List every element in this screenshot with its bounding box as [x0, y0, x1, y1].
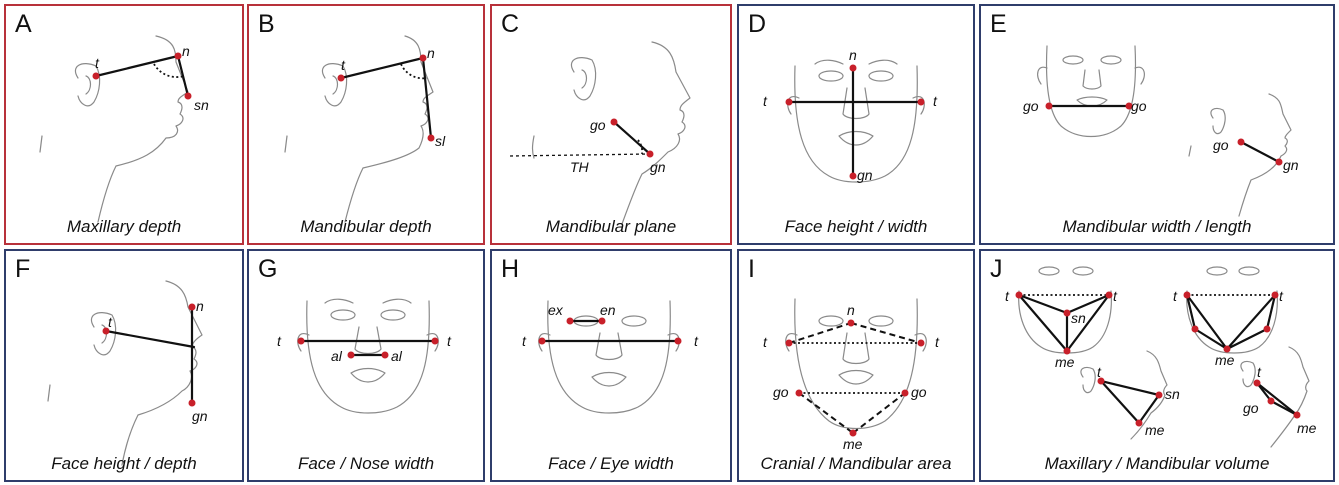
panel-h: H ex en t t Face / Eye width — [490, 249, 732, 482]
frontal-face-sketch: t t al al — [249, 251, 485, 482]
panel-b: B t n sl Mandibular depth — [247, 4, 485, 245]
panel-caption: Cranial / Mandibular area — [739, 454, 973, 474]
label-t-right: t — [935, 334, 940, 350]
label-gn: gn — [857, 167, 873, 183]
label-al-right: al — [391, 348, 403, 364]
label-gn: gn — [650, 159, 666, 175]
panel-c: C go gn TH Mandibular plane — [490, 4, 732, 245]
panel-d: D n t t gn Face height / width — [737, 4, 975, 245]
panel-caption: Face / Eye width — [492, 454, 730, 474]
label-t-left: t — [277, 333, 282, 349]
label-t-right: t — [933, 93, 938, 109]
panel-caption: Maxillary depth — [6, 217, 242, 237]
label-sl: sl — [435, 133, 446, 149]
frontal-face-sketch: n t t go go me — [739, 251, 975, 482]
label-me-2: me — [1215, 352, 1235, 368]
label-go-left: go — [773, 384, 789, 400]
frontal-face-sketch: ex en t t — [492, 251, 732, 482]
label-al-left: al — [331, 348, 343, 364]
label-t-left-2: t — [1173, 288, 1178, 304]
label-gn: gn — [192, 408, 208, 424]
panel-caption: Face / Nose width — [249, 454, 483, 474]
label-t-left: t — [522, 333, 527, 349]
label-go-right: go — [1131, 98, 1147, 114]
label-go-profile: go — [1243, 400, 1259, 416]
label-t-left: t — [1005, 288, 1010, 304]
label-n: n — [196, 298, 204, 314]
panel-caption: Face height / width — [739, 217, 973, 237]
label-t-left: t — [763, 334, 768, 350]
label-me: me — [843, 436, 863, 452]
label-t-right-2: t — [1279, 288, 1284, 304]
label-n: n — [849, 47, 857, 63]
label-go-left: go — [1023, 98, 1039, 114]
label-th: TH — [570, 159, 590, 175]
label-n: n — [182, 43, 190, 59]
label-en: en — [600, 302, 616, 318]
label-go-right: go — [911, 384, 927, 400]
label-t-profile-2: t — [1257, 364, 1262, 380]
profile-head-sketch: go gn TH — [492, 6, 732, 245]
panel-e: E go go go gn Mandibular width / length — [979, 4, 1335, 245]
label-gn: gn — [1283, 157, 1299, 173]
label-t-right: t — [447, 333, 452, 349]
label-me: me — [1055, 354, 1075, 370]
label-t-right: t — [694, 333, 699, 349]
panel-g: G t t al al Face / Nose width — [247, 249, 485, 482]
panel-caption: Maxillary / Mandibular volume — [981, 454, 1333, 474]
label-ex: ex — [548, 302, 564, 318]
profile-head-sketch: t n sl — [249, 6, 485, 245]
front-and-profile-sketch: go go go gn — [981, 6, 1335, 245]
panel-caption: Mandibular width / length — [981, 217, 1333, 237]
label-n: n — [427, 45, 435, 61]
panel-j: J t t sn me — [979, 249, 1335, 482]
label-sn-profile: sn — [1165, 386, 1180, 402]
panel-caption: Face height / depth — [6, 454, 242, 474]
label-sn: sn — [1071, 310, 1086, 326]
label-t-right: t — [1113, 288, 1118, 304]
panel-caption: Mandibular depth — [249, 217, 483, 237]
panel-f: F t n gn Face height / depth — [4, 249, 244, 482]
label-me-profile-2: me — [1297, 420, 1317, 436]
panel-caption: Mandibular plane — [492, 217, 730, 237]
label-go: go — [1213, 137, 1229, 153]
label-go: go — [590, 117, 606, 133]
label-me-profile: me — [1145, 422, 1165, 438]
label-sn: sn — [194, 97, 209, 113]
label-t: t — [95, 55, 100, 71]
panel-i: I n t t go go me — [737, 249, 975, 482]
profile-head-sketch: t n gn — [6, 251, 244, 482]
volume-sketches: t t sn me t t me — [981, 251, 1335, 482]
label-n: n — [847, 302, 855, 318]
panel-a: A t n sn Maxillary depth — [4, 4, 244, 245]
frontal-face-sketch: n t t gn — [739, 6, 975, 245]
label-t-left: t — [763, 93, 768, 109]
profile-head-sketch: t n sn — [6, 6, 244, 245]
